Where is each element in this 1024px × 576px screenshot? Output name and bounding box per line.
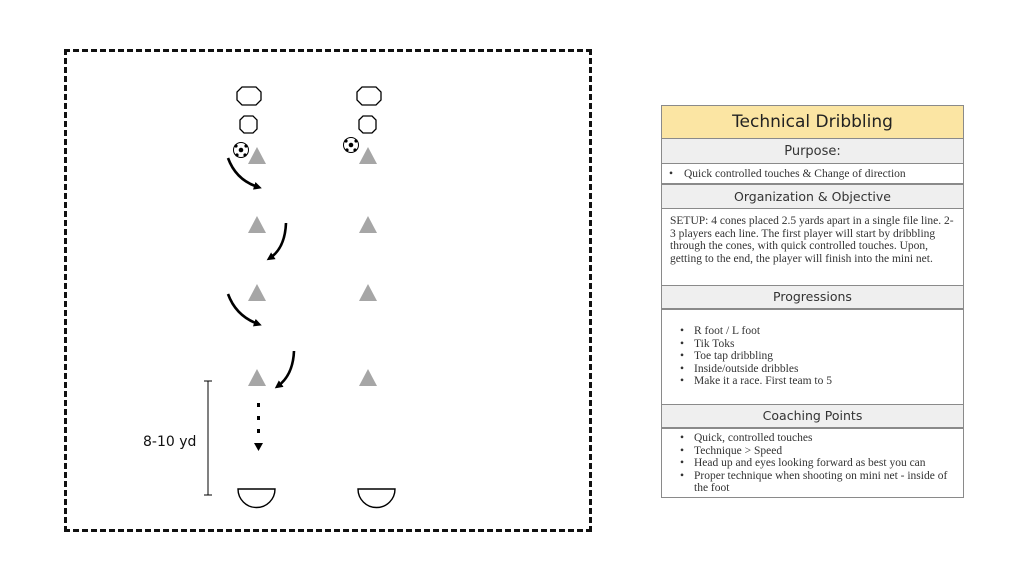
setup-text: SETUP: 4 cones placed 2.5 yards apart in… [662, 208, 963, 285]
coaching-points-list: Quick, controlled touches Technique > Sp… [662, 432, 963, 495]
mini-net-icon [237, 488, 276, 509]
purpose-list: Quick controlled touches & Change of dir… [662, 168, 963, 181]
coaching-point-item: Quick, controlled touches [662, 432, 963, 445]
drill-title: Technical Dribbling [662, 106, 963, 138]
cone-icon [359, 216, 377, 233]
coaching-point-item: Proper technique when shooting on mini n… [662, 470, 963, 495]
coaching-point-item: Technique > Speed [662, 445, 963, 458]
cone-icon [248, 369, 266, 386]
drill-info-panel: Technical Dribbling Purpose: Quick contr… [661, 105, 964, 498]
dribble-arrow [266, 222, 288, 261]
player-marker-octagon [356, 86, 382, 106]
cone-icon [248, 284, 266, 301]
dribble-arrow [226, 157, 262, 190]
coaching-points-section: Quick, controlled touches Technique > Sp… [662, 427, 963, 497]
mini-net-icon [357, 488, 396, 509]
progression-item: Make it a race. First team to 5 [662, 375, 963, 388]
player-marker-octagon [236, 86, 262, 106]
progression-item: R foot / L foot [662, 325, 963, 338]
coaching-points-header: Coaching Points [662, 404, 963, 427]
progressions-section: R foot / L foot Tik Toks Toe tap dribbli… [662, 308, 963, 404]
soccer-ball-icon [343, 137, 359, 153]
cone-icon [359, 369, 377, 386]
organization-header: Organization & Objective [662, 183, 963, 208]
distance-bracket [204, 380, 212, 496]
progression-item: Toe tap dribbling [662, 350, 963, 363]
dribble-arrow [274, 350, 296, 389]
purpose-section: Quick controlled touches & Change of dir… [662, 163, 963, 183]
progression-item: Tik Toks [662, 338, 963, 351]
coaching-point-item: Head up and eyes looking forward as best… [662, 457, 963, 470]
training-field [64, 49, 592, 532]
cone-icon [359, 147, 377, 164]
cone-icon [248, 147, 266, 164]
purpose-item: Quick controlled touches & Change of dir… [662, 168, 963, 181]
player-marker-octagon [358, 115, 377, 134]
run-path-dots [254, 403, 263, 451]
progression-item: Inside/outside dribbles [662, 363, 963, 376]
cone-icon [248, 216, 266, 233]
cone-icon [359, 284, 377, 301]
distance-label: 8-10 yd [143, 434, 197, 450]
player-marker-octagon [239, 115, 258, 134]
progressions-header: Progressions [662, 285, 963, 308]
soccer-ball-icon [233, 142, 249, 158]
dribble-arrow [226, 293, 262, 327]
progressions-list: R foot / L foot Tik Toks Toe tap dribbli… [662, 325, 963, 388]
purpose-header: Purpose: [662, 138, 963, 163]
